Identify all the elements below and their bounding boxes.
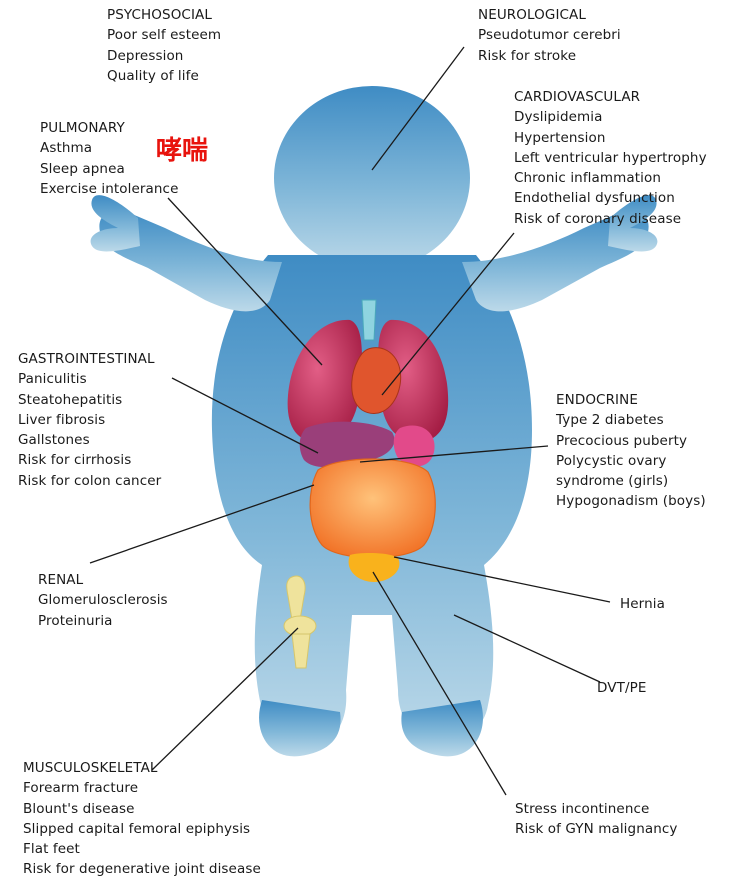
- left-hand: [91, 195, 140, 251]
- list-item: Chronic inflammation: [514, 168, 707, 188]
- list-item: Glomerulosclerosis: [38, 590, 168, 610]
- list-item: Risk for stroke: [478, 46, 621, 66]
- intestines: [310, 459, 435, 558]
- category-title: PSYCHOSOCIAL: [107, 5, 221, 25]
- list-item: Depression: [107, 46, 221, 66]
- list-item: Hypogonadism (boys): [556, 491, 706, 511]
- category-title: RENAL: [38, 570, 168, 590]
- list-item: syndrome (girls): [556, 471, 706, 491]
- group-neurological: NEUROLOGICAL Pseudotumor cerebri Risk fo…: [478, 5, 621, 66]
- category-title: ENDOCRINE: [556, 390, 706, 410]
- list-item: Type 2 diabetes: [556, 410, 706, 430]
- group-endocrine: ENDOCRINE Type 2 diabetes Precocious pub…: [556, 390, 706, 512]
- list-item: Poor self esteem: [107, 25, 221, 45]
- list-item: Endothelial dysfunction: [514, 188, 707, 208]
- list-item: Dyslipidemia: [514, 107, 707, 127]
- list-item: Risk for colon cancer: [18, 471, 161, 491]
- list-item: Proteinuria: [38, 611, 168, 631]
- list-item: Forearm fracture: [23, 778, 261, 798]
- group-gyn: Stress incontinence Risk of GYN malignan…: [515, 799, 678, 840]
- group-hernia: Hernia: [620, 594, 665, 614]
- group-gastrointestinal: GASTROINTESTINAL Paniculitis Steatohepat…: [18, 349, 161, 491]
- list-item: Paniculitis: [18, 369, 161, 389]
- list-item: Quality of life: [107, 66, 221, 86]
- category-title: CARDIOVASCULAR: [514, 87, 707, 107]
- list-item: Risk for cirrhosis: [18, 450, 161, 470]
- list-item: Slipped capital femoral epiphysis: [23, 819, 261, 839]
- list-item: Flat feet: [23, 839, 261, 859]
- list-item: Risk for degenerative joint disease: [23, 859, 261, 879]
- category-title: GASTROINTESTINAL: [18, 349, 161, 369]
- list-item: Precocious puberty: [556, 431, 706, 451]
- red-annotation: 哮喘: [156, 136, 208, 166]
- list-item: Hypertension: [514, 128, 707, 148]
- list-item: Steatohepatitis: [18, 390, 161, 410]
- category-title: MUSCULOSKELETAL: [23, 758, 261, 778]
- group-cardiovascular: CARDIOVASCULAR Dyslipidemia Hypertension…: [514, 87, 707, 229]
- list-item: Left ventricular hypertrophy: [514, 148, 707, 168]
- list-item: Stress incontinence: [515, 799, 678, 819]
- list-item: Risk of GYN malignancy: [515, 819, 678, 839]
- list-item: Pseudotumor cerebri: [478, 25, 621, 45]
- trachea: [362, 300, 376, 340]
- category-title: NEUROLOGICAL: [478, 5, 621, 25]
- group-dvt: DVT/PE: [597, 678, 646, 698]
- group-psychosocial: PSYCHOSOCIAL Poor self esteem Depression…: [107, 5, 221, 86]
- list-item: Liver fibrosis: [18, 410, 161, 430]
- category-title: Hernia: [620, 594, 665, 614]
- group-musculoskeletal: MUSCULOSKELETAL Forearm fracture Blount'…: [23, 758, 261, 880]
- list-item: Gallstones: [18, 430, 161, 450]
- list-item: Risk of coronary disease: [514, 209, 707, 229]
- category-title: DVT/PE: [597, 678, 646, 698]
- head: [274, 86, 470, 270]
- list-item: Exercise intolerance: [40, 179, 179, 199]
- group-renal: RENAL Glomerulosclerosis Proteinuria: [38, 570, 168, 631]
- list-item: Blount's disease: [23, 799, 261, 819]
- list-item: Polycystic ovary: [556, 451, 706, 471]
